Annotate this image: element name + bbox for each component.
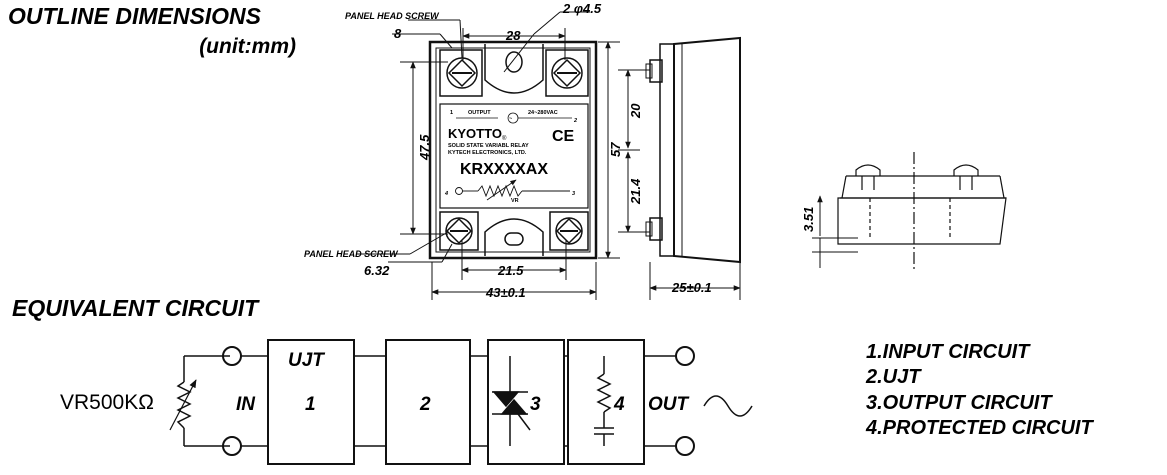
screw-top-left-icon	[446, 57, 478, 89]
label-line-2: KYTECH ELECTRONICS, LTD.	[448, 150, 527, 156]
dim-3-51-label: 3.51	[801, 207, 816, 232]
label-voltage: 24~280VAC	[528, 110, 558, 116]
relay-bottom-view	[837, 152, 1007, 272]
ac-wave-icon	[703, 395, 753, 417]
dim-20-label: 20	[628, 103, 643, 119]
screw-top-right-icon	[551, 57, 583, 89]
block-1-label: 1	[305, 394, 316, 415]
dim-43-label: 43±0.1	[485, 285, 526, 300]
equivalent-circuit-title: EQUIVALENT CIRCUIT	[12, 295, 260, 321]
label-terminal-3: 3	[572, 191, 575, 197]
label-model: KRXXXXAX	[460, 161, 548, 178]
legend-item-3: 3.OUTPUT CIRCUIT	[866, 392, 1053, 414]
mounting-hole-top-icon	[503, 33, 535, 73]
relay-side-view	[645, 36, 741, 264]
outline-dimensions-title: OUTLINE DIMENSIONS	[8, 3, 262, 29]
label-terminal-4: 4	[444, 191, 448, 197]
screw-bottom-right-icon	[555, 217, 583, 245]
label-ce-mark: CE	[552, 128, 575, 145]
dim-28-label: 28	[505, 28, 521, 43]
dim-21-5-label: 21.5	[497, 263, 524, 278]
dimension-lines-front	[356, 11, 858, 300]
label-registered-mark: ®	[502, 135, 507, 142]
protection-network-icon	[594, 356, 614, 446]
in-label: IN	[236, 394, 256, 415]
vr-label: VR500KΩ	[60, 391, 154, 414]
label-brand: KYOTTO	[448, 126, 502, 141]
legend-item-4: 4.PROTECTED CIRCUIT	[865, 417, 1094, 439]
equivalent-circuit	[169, 339, 695, 465]
panel-head-screw-top-label: PANEL HEAD SCREW	[345, 11, 440, 21]
label-output: OUTPUT	[468, 110, 491, 116]
relay-front-view	[428, 40, 598, 260]
block-2-label: 2	[419, 394, 431, 415]
block-4-label: 4	[613, 394, 625, 415]
ujt-label: UJT	[288, 350, 325, 371]
out-label: OUT	[648, 394, 690, 415]
label-terminal-2: 2	[573, 118, 577, 124]
screw-bottom-left-icon	[445, 217, 473, 245]
legend-item-2: 2.UJT	[865, 366, 922, 388]
relay-label: 1 OUTPUT ~ 24~280VAC 2 KYOTTO ® CE SOLID…	[444, 110, 577, 204]
dim-25-label: 25±0.1	[671, 280, 712, 295]
dim-8-label: 8	[394, 26, 402, 41]
label-vr: VR	[511, 198, 519, 204]
panel-head-screw-bottom-label: PANEL HEAD SCREW	[304, 249, 399, 259]
label-line-1: SOLID STATE VARIABL RELAY	[448, 143, 529, 149]
dim-6-32-label: 6.32	[364, 263, 390, 278]
dim-47-5-label: 47.5	[417, 134, 432, 161]
label-terminal-1: 1	[450, 110, 453, 116]
triac-icon	[492, 356, 531, 446]
block-3-label: 3	[530, 394, 541, 415]
dim-57-label: 57	[608, 142, 623, 157]
legend-item-1: 1.INPUT CIRCUIT	[866, 341, 1031, 363]
mounting-hole-bottom-icon	[504, 232, 524, 246]
dim-hole-label: 2 φ4.5	[562, 1, 602, 16]
label-ac-symbol: ~	[509, 116, 512, 122]
unit-label: (unit:mm)	[199, 35, 296, 58]
dim-21-4-label: 21.4	[628, 178, 643, 205]
